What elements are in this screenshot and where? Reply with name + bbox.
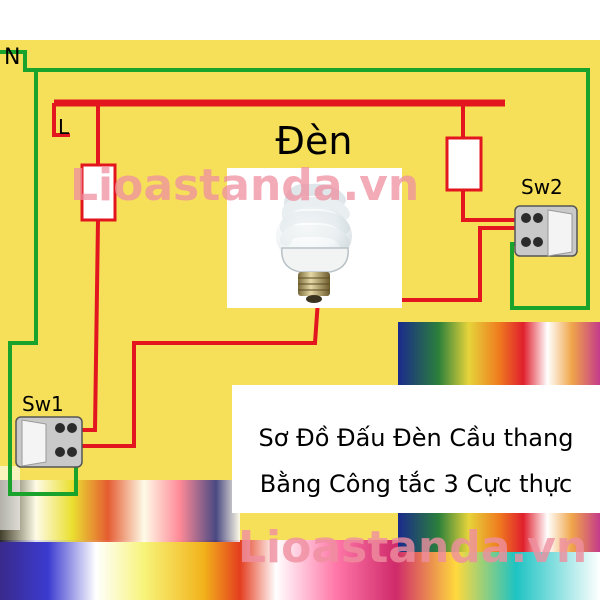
sw2-feed-bottom: [461, 190, 522, 222]
fuse-left: [80, 163, 117, 222]
watermark-top: Lioastanda.vn: [70, 160, 419, 211]
live-label: L: [58, 115, 70, 139]
sw1-feed-bottom: [80, 219, 100, 432]
cfl-bulb-icon: [276, 183, 352, 303]
live-wires: [52, 99, 522, 448]
switch2-icon: [514, 205, 578, 257]
sw1-traveler: [80, 299, 320, 448]
neutral-wire-left: [8, 70, 78, 496]
switch1-label: Sw1: [22, 392, 64, 416]
neutral-wire-main: [0, 50, 590, 310]
fuse-right: [445, 136, 483, 192]
lamp-label: Đèn: [276, 119, 353, 163]
live-tail: [52, 103, 70, 137]
lower-left-color-band: [0, 480, 240, 542]
caption-line-1: Sơ Đồ Đấu Đèn Cầu thang: [259, 424, 574, 452]
caption-box: [232, 385, 600, 513]
left-edge-highlight: [0, 466, 20, 530]
neutral-wires: [0, 50, 590, 496]
watermark-bottom: Lioastanda.vn: [238, 522, 587, 573]
caption-line-2: Bằng Công tắc 3 Cực thực: [260, 469, 572, 498]
switch2-label: Sw2: [521, 175, 563, 199]
switch1-icon: [15, 416, 83, 468]
neutral-label: N: [4, 45, 20, 70]
